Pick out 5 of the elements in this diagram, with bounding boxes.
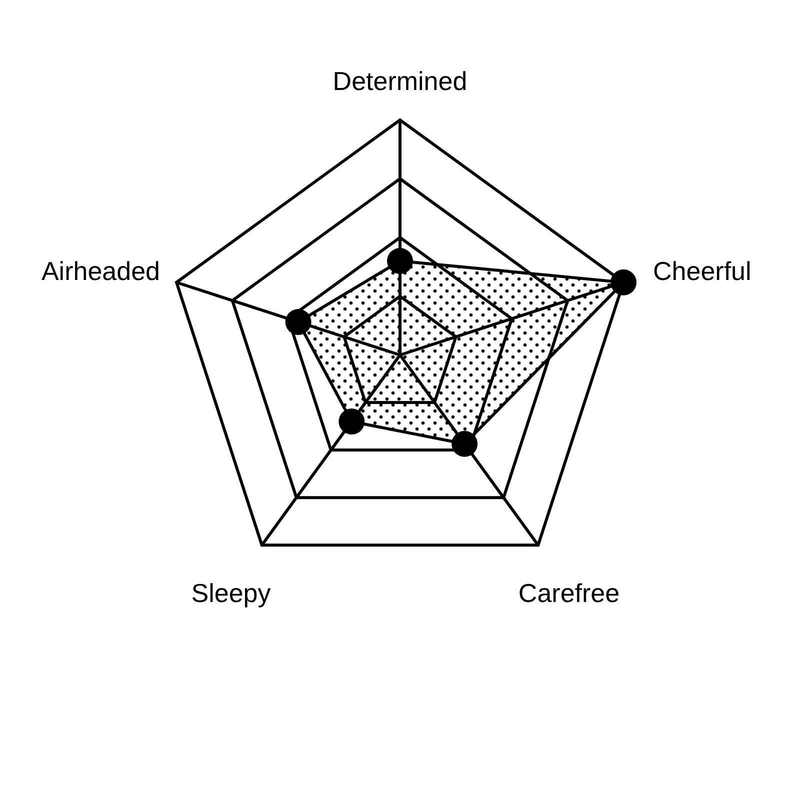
- axis-label: Airheaded: [41, 256, 160, 286]
- axis-label: Cheerful: [653, 256, 752, 286]
- axis-label: Determined: [332, 66, 468, 96]
- axis-label: Carefree: [518, 578, 620, 608]
- axis-label: Sleepy: [191, 578, 271, 608]
